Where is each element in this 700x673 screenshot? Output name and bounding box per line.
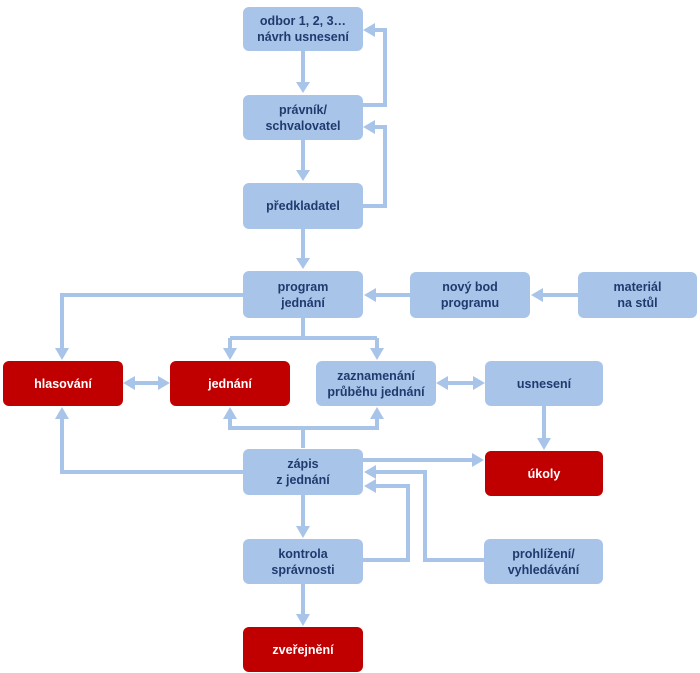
arrowhead-program-to-zaznamenani [370,348,384,360]
arrowhead-kontrola-to-zapis [364,479,376,493]
arrowhead-zapis-to-ukoly [472,453,484,467]
node-hlasovani[interactable]: hlasování [3,361,123,406]
node-program[interactable]: program jednání [243,271,363,318]
node-material-label: materiál na stůl [613,280,662,310]
arrowhead-zapis-to-kontrola [296,526,310,538]
arrowhead-predkladatel-to-program [296,258,310,269]
arrowhead-usneseni-right [473,376,485,390]
node-kontrola[interactable]: kontrola správnosti [243,539,363,584]
node-odbor-label: odbor 1, 2, 3… návrh usnesení [257,14,349,44]
arrowhead-pravnik-to-predkladatel [296,170,310,181]
arrow-program-split [228,318,379,350]
node-zverejneni[interactable]: zveřejnění [243,627,363,672]
arrowhead-zapis-to-hlasovani [55,407,69,419]
node-zaznamenani[interactable]: zaznamenání průběhu jednání [316,361,436,406]
arrowhead-odbor-to-pravnik [296,82,310,93]
node-jednani-label: jednání [208,376,252,391]
node-zverejneni-label: zveřejnění [272,642,334,657]
arrowhead-bottom-to-zaznamenani [370,407,384,419]
node-ukoly[interactable]: úkoly [485,451,603,496]
arrowhead-prohlizeni-to-zapis [364,465,376,479]
node-prohlizeni-label: prohlížení/ vyhledávání [507,546,580,577]
arrow-pravnik-to-odbor [363,28,387,107]
arrowhead-novy-bod-to-program [364,288,376,302]
arrow-zapis-to-hlasovani [60,418,243,474]
node-pravnik[interactable]: právník/ schvalovatel [243,95,363,140]
node-program-label: program jednání [277,279,329,310]
arrowhead-pravnik-to-odbor [363,23,375,37]
node-odbor[interactable]: odbor 1, 2, 3… návrh usnesení [243,7,363,51]
arrowhead-bottom-to-jednani [223,407,237,419]
node-usneseni[interactable]: usnesení [485,361,603,406]
node-hlasovani-label: hlasování [34,376,92,391]
node-predkladatel[interactable]: předkladatel [243,183,363,229]
arrow-kontrola-to-zapis [363,484,410,562]
node-zapis[interactable]: zápis z jednání [243,449,363,495]
arrow-program-to-hlasovani [60,293,243,350]
node-kontrola-label: kontrola správnosti [271,546,335,577]
node-zaznamenani-label: zaznamenání průběhu jednání [327,368,425,399]
node-usneseni-label: usnesení [516,376,572,391]
node-predkladatel-label: předkladatel [266,199,340,213]
arrow-prohlizeni-to-zapis [374,470,484,562]
arrowhead-material-to-novy-bod [531,288,543,302]
node-ukoly-label: úkoly [527,466,561,481]
node-pravnik-label: právník/ schvalovatel [265,102,341,133]
node-prohlizeni[interactable]: prohlížení/ vyhledávání [484,539,603,584]
node-novy-bod[interactable]: nový bod programu [410,272,530,318]
arrowhead-hlasovani-left [123,376,135,390]
node-jednani[interactable]: jednání [170,361,290,406]
node-zapis-label: zápis z jednání [276,457,330,487]
arrow-jednani-zaznamenani-bottom [228,417,379,448]
arrowhead-predkladatel-to-pravnik [363,120,375,134]
arrowhead-zaznamenani-left [436,376,448,390]
node-material[interactable]: materiál na stůl [578,272,697,318]
arrowhead-usneseni-to-ukoly [537,438,551,450]
arrowhead-program-to-jednani [223,348,237,360]
arrow-predkladatel-to-pravnik [363,125,387,208]
node-novy-bod-label: nový bod programu [440,280,500,310]
arrowhead-kontrola-to-zverejneni [296,614,310,626]
arrowhead-program-to-hlasovani [55,348,69,360]
arrowhead-jednani-right [158,376,170,390]
